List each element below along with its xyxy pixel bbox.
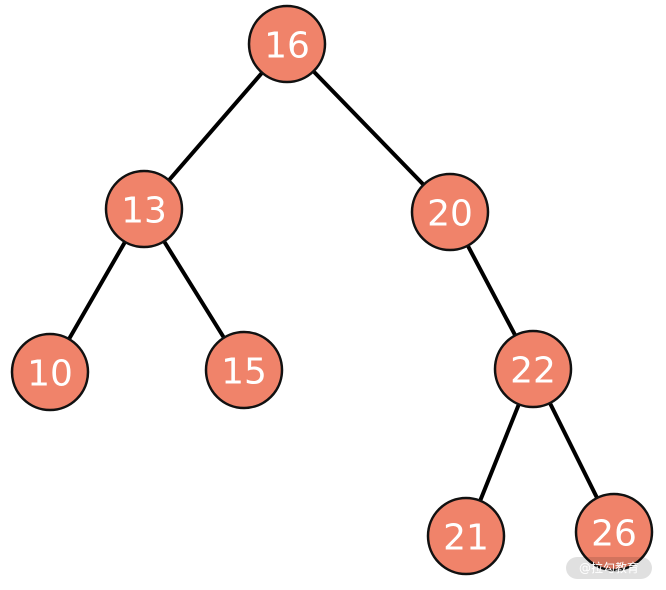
node-circle: [493, 329, 573, 409]
node-label: 16: [264, 26, 310, 67]
tree-node-22: 22: [493, 329, 573, 409]
tree-node-10: 10: [10, 332, 90, 412]
node-label: 22: [510, 351, 556, 392]
tree-node-26: 26: [574, 492, 654, 572]
node-circle: [204, 330, 284, 410]
watermark: @拉勾教育: [566, 557, 652, 579]
tree-node-15: 15: [204, 330, 284, 410]
node-circle: [104, 169, 184, 249]
node-label: 26: [591, 514, 637, 555]
tree-node-20: 20: [410, 172, 490, 252]
edges-layer: [48, 42, 616, 538]
node-circle: [574, 492, 654, 572]
tree-node-13: 13: [104, 169, 184, 249]
node-label: 21: [443, 518, 489, 559]
node-label: 15: [221, 352, 267, 393]
node-label: 20: [427, 194, 473, 235]
node-circle: [247, 4, 327, 84]
node-label: 13: [121, 191, 167, 232]
node-circle: [10, 332, 90, 412]
node-label: 10: [27, 354, 73, 395]
node-circle: [426, 496, 506, 576]
node-circle: [410, 172, 490, 252]
tree-node-21: 21: [426, 496, 506, 576]
tree-node-16: 16: [247, 4, 327, 84]
nodes-layer: 16 13 20 10 15 22 21 26: [10, 4, 654, 576]
